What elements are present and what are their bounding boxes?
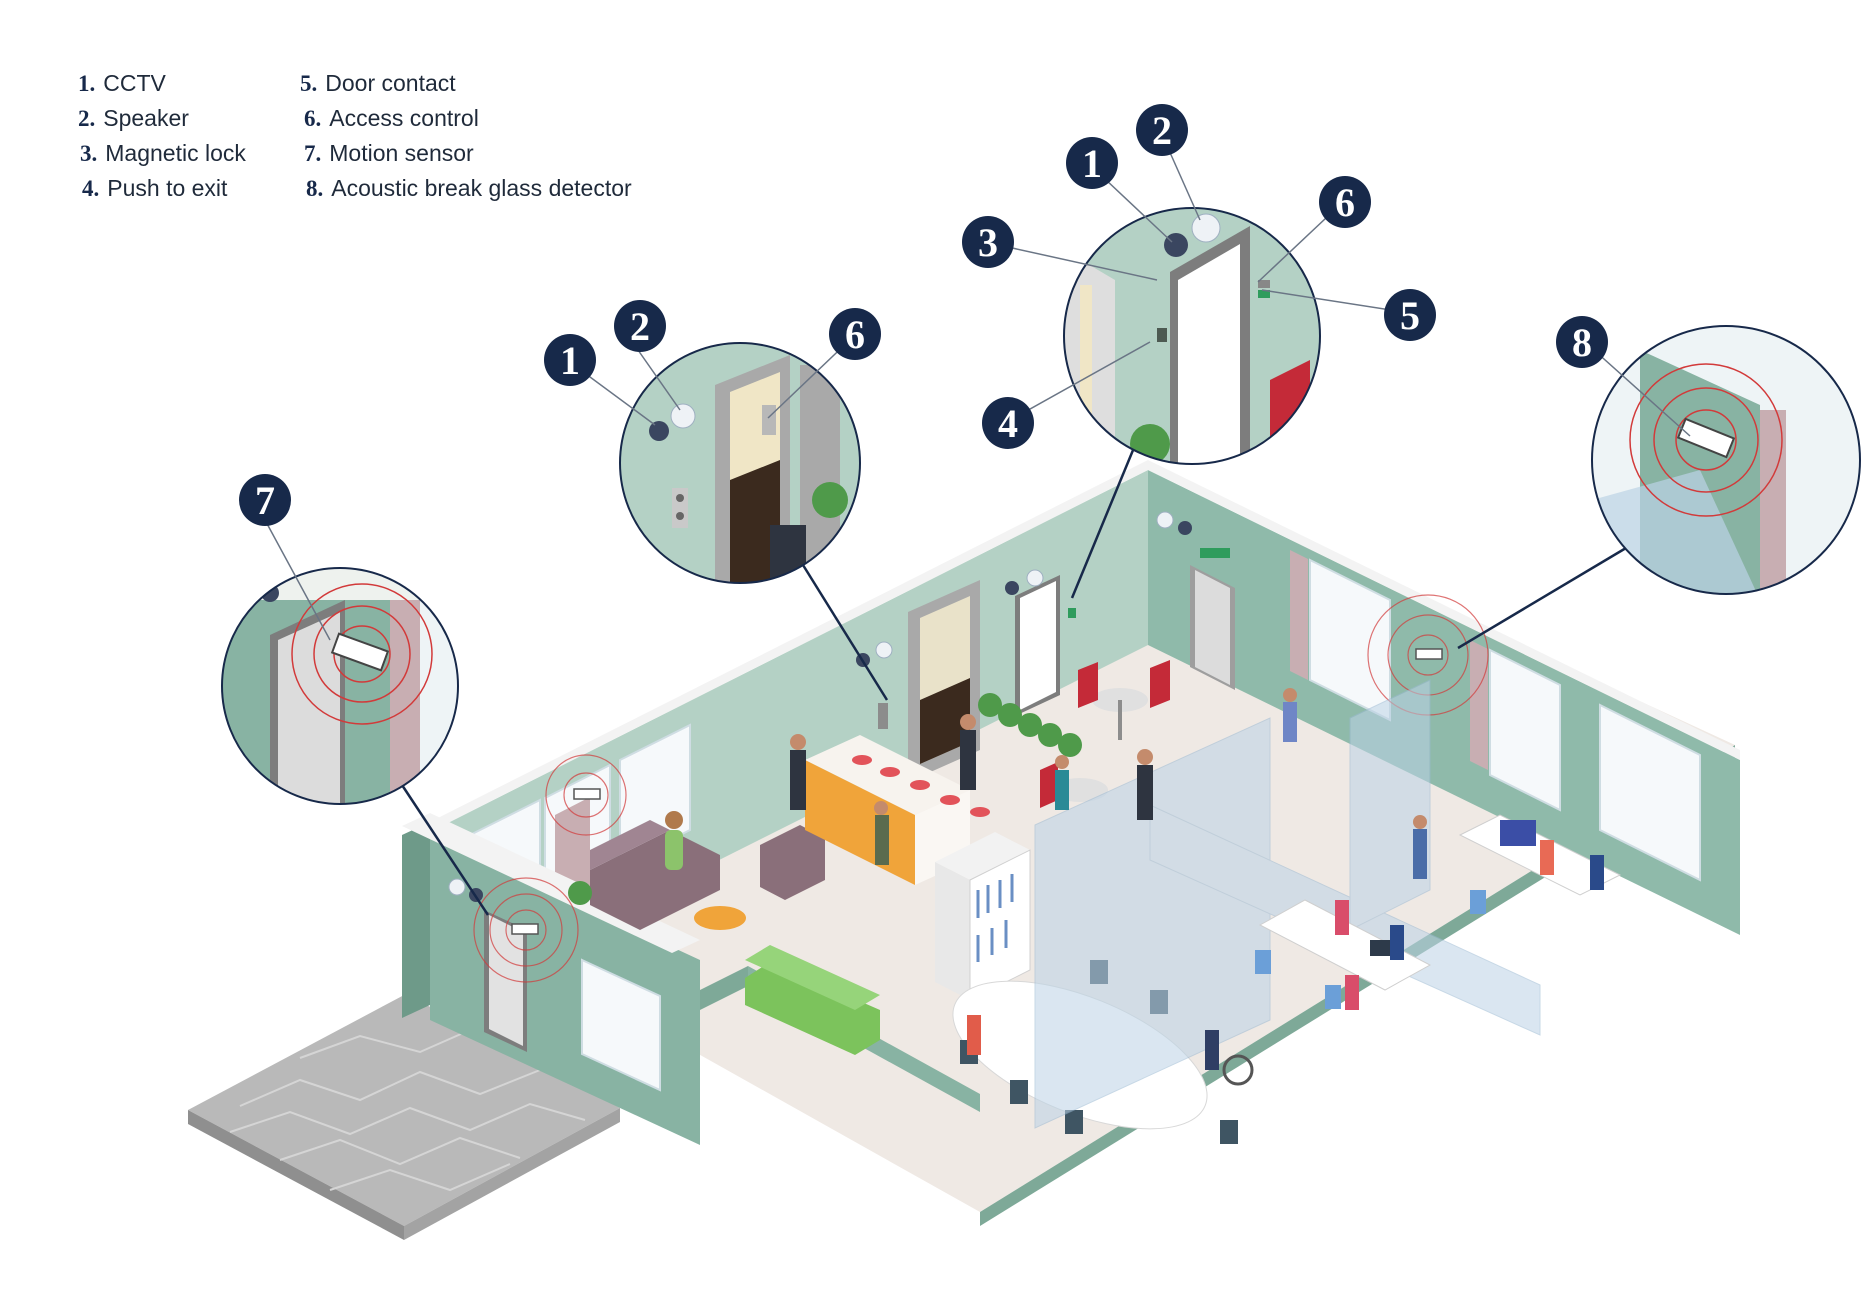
callout-connectors [264, 129, 1691, 641]
svg-text:5: 5 [1400, 293, 1420, 338]
right-wall-windows [1309, 558, 1701, 882]
zoom-glass-break [1591, 325, 1861, 595]
svg-text:4: 4 [998, 401, 1018, 446]
badge-lift-6: 6 [829, 308, 881, 360]
zoom-door [1063, 207, 1321, 465]
svg-text:6: 6 [845, 312, 865, 357]
svg-text:3: 3 [978, 220, 998, 265]
curtain-right-2 [1470, 640, 1488, 770]
badge-lift-2: 2 [614, 300, 666, 352]
exit-door [1190, 548, 1235, 690]
legend-item-3: 3.Magnetic lock [80, 140, 246, 166]
wall-devices [856, 511, 1192, 667]
callout-badges: 7 1 2 6 1 2 3 4 5 6 8 [239, 104, 1608, 526]
legend-item-6: 6.Access control [304, 105, 479, 131]
badge-door-5: 5 [1384, 289, 1436, 341]
exit-sign [1200, 548, 1230, 558]
curtain-right-1 [1290, 550, 1308, 680]
badge-8: 8 [1556, 316, 1608, 368]
lift-call-button [878, 703, 888, 729]
badge-7: 7 [239, 474, 291, 526]
badge-door-4: 4 [982, 397, 1034, 449]
svg-text:8: 8 [1572, 320, 1592, 365]
plants [568, 693, 1082, 905]
badge-door-6: 6 [1319, 176, 1371, 228]
people [790, 688, 1604, 1086]
glass-break-detector [1415, 648, 1443, 660]
legend-item-7: 7.Motion sensor [304, 140, 474, 166]
bookshelf [935, 832, 1031, 1001]
legend: 1.CCTV 2.Speaker 3.Magnetic lock 4.Push … [78, 70, 698, 210]
motion-sensor-device-2 [573, 788, 601, 800]
svg-text:7: 7 [255, 478, 275, 523]
legend-item-5: 5.Door contact [300, 70, 456, 96]
svg-text:2: 2 [1152, 108, 1172, 153]
lounge-area [590, 811, 825, 930]
legend-item-2: 2.Speaker [78, 105, 189, 131]
badge-door-2: 2 [1136, 104, 1188, 156]
back-door [1015, 575, 1076, 716]
badge-door-3: 3 [962, 216, 1014, 268]
leader-lines [400, 437, 1627, 916]
lift [878, 580, 980, 782]
svg-text:1: 1 [560, 338, 580, 383]
green-sofa [745, 945, 880, 1055]
legend-item-1: 1.CCTV [78, 70, 166, 96]
zoom-motion-sensor [221, 567, 459, 805]
motion-sensor-device [511, 923, 539, 935]
legend-item-4: 4.Push to exit [82, 175, 228, 201]
svg-text:6: 6 [1335, 180, 1355, 225]
svg-text:1: 1 [1082, 141, 1102, 186]
badge-lift-1: 1 [544, 334, 596, 386]
zoom-lift [619, 342, 861, 584]
access-control-panel [1068, 608, 1076, 618]
svg-text:2: 2 [630, 304, 650, 349]
legend-item-8: 8.Acoustic break glass detector [306, 175, 632, 201]
badge-door-1: 1 [1066, 137, 1118, 189]
